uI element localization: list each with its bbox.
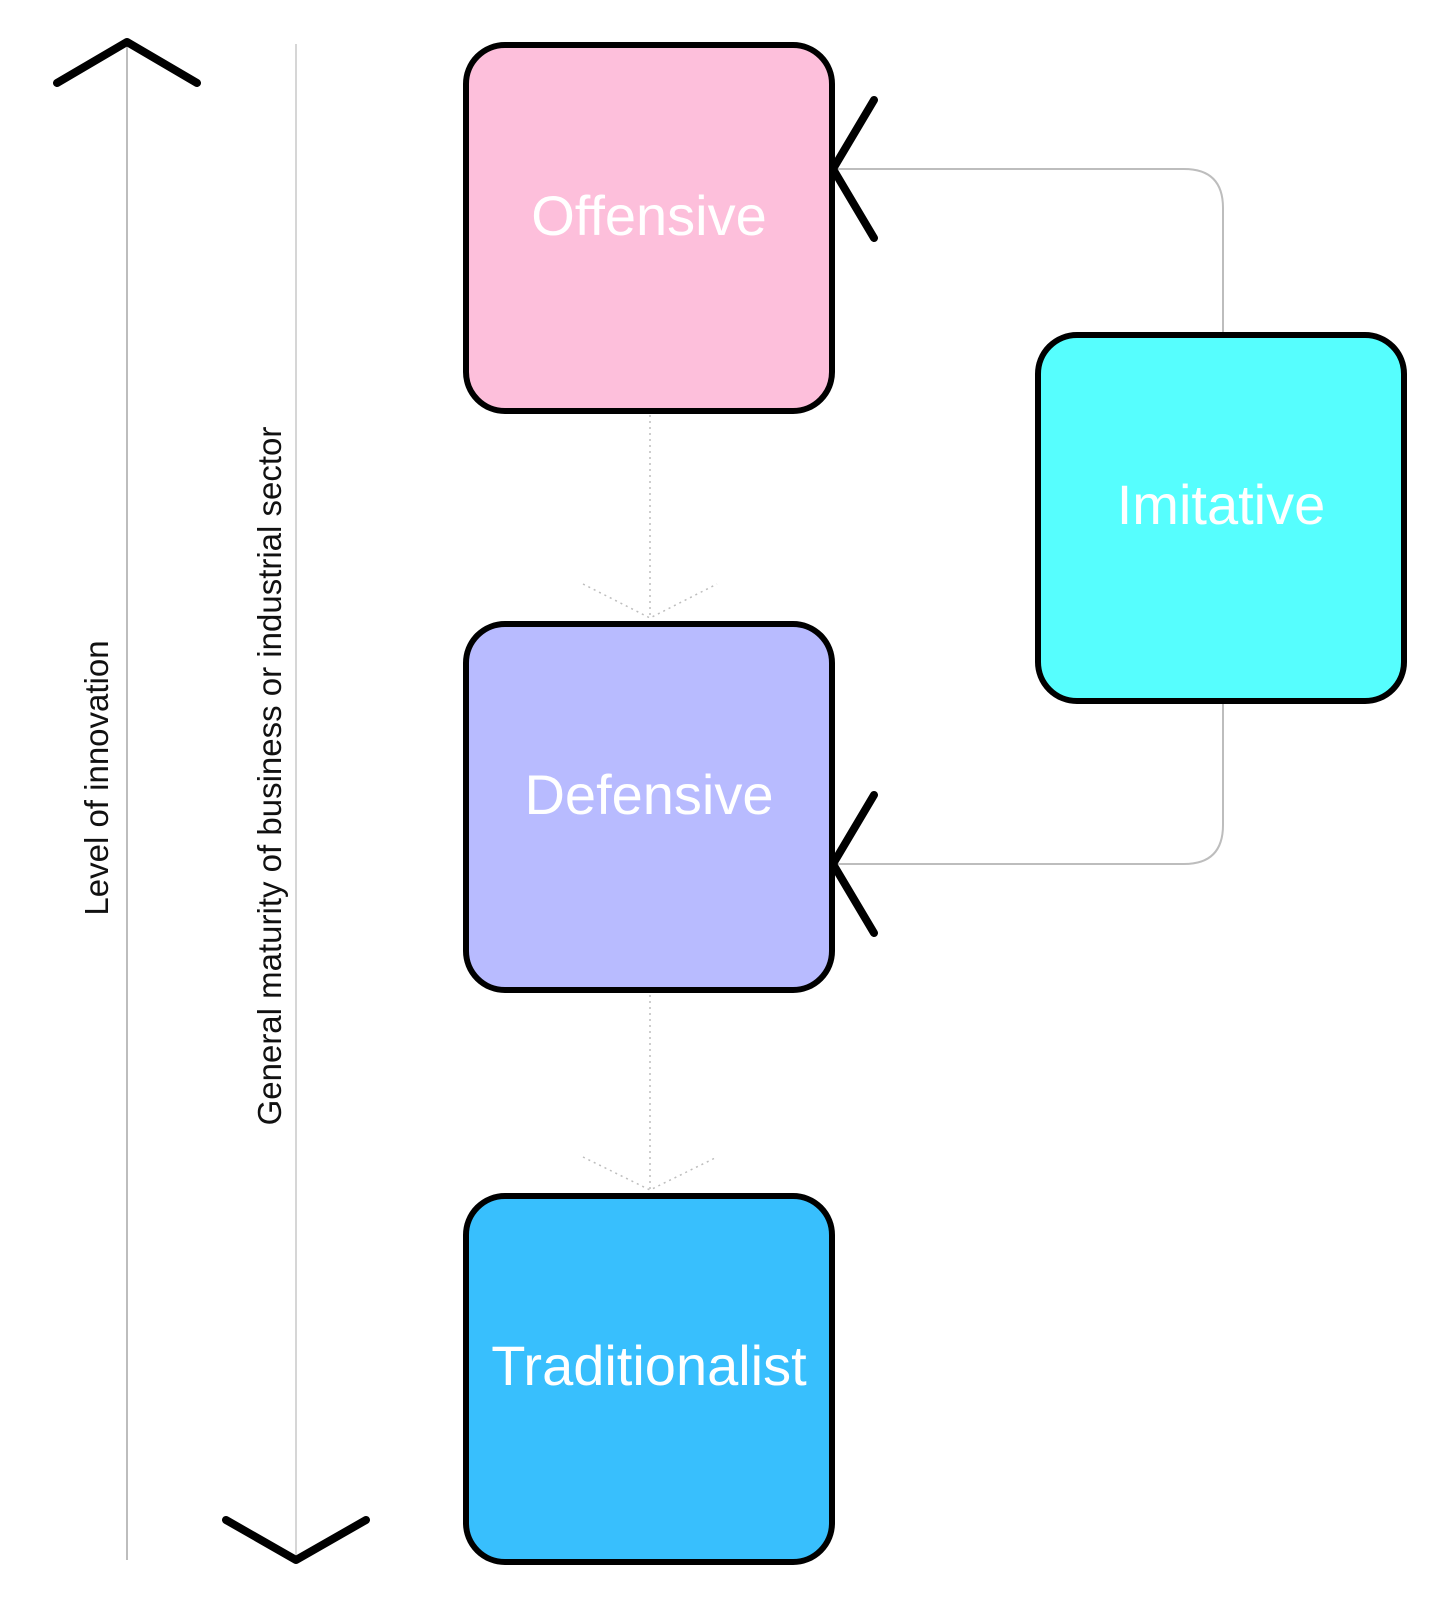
innovation-arrowhead-up-icon [53, 38, 201, 87]
box-traditionalist-label: Traditionalist [491, 1334, 807, 1397]
connector-imitative-defensive [833, 703, 1224, 865]
maturity-axis-label: General maturity of business or industri… [251, 426, 288, 1126]
box-imitative: Imitative [1035, 332, 1407, 704]
connector-imitative-offensive [833, 168, 1224, 332]
box-offensive: Offensive [463, 42, 835, 414]
innovation-axis-label: Level of innovation [78, 640, 115, 916]
connector-offensive-defensive-arrowhead-icon [582, 583, 718, 619]
box-imitative-label: Imitative [1116, 473, 1326, 536]
connector-defensive-traditionalist-arrowhead-icon [582, 1156, 718, 1191]
box-traditionalist: Traditionalist [463, 1193, 835, 1565]
box-defensive-label: Defensive [524, 763, 774, 826]
box-offensive-label: Offensive [531, 184, 767, 247]
maturity-arrowhead-down-icon [222, 1516, 370, 1564]
box-defensive: Defensive [463, 621, 835, 993]
